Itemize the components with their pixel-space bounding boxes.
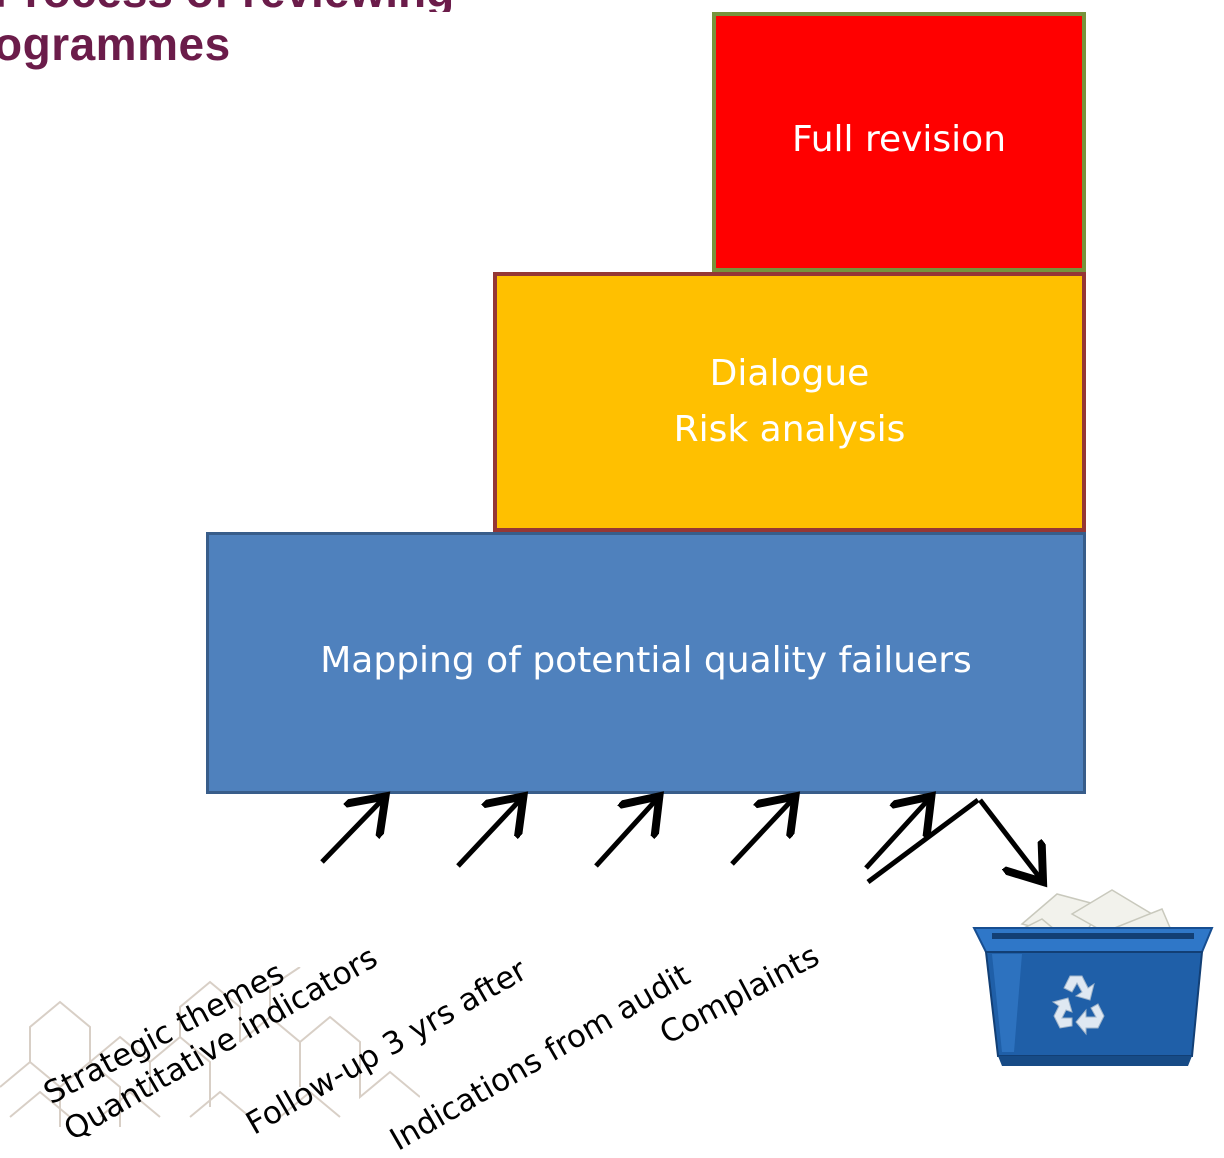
level-full-revision: Full revision	[712, 12, 1086, 272]
arrow-quantitative-indicators	[456, 800, 520, 868]
recycle-symbol-icon	[1051, 975, 1105, 1036]
input-arrows	[320, 0, 1224, 1127]
level-risk-analysis-label: Risk analysis	[673, 409, 906, 450]
arrow-out-to-bin	[978, 798, 1040, 878]
level-full-revision-label: Full revision	[791, 119, 1007, 160]
level-mapping: Mapping of potential quality failuers	[206, 532, 1086, 794]
watermark-pattern	[0, 967, 420, 1127]
page-title-line-cut: Process of reviewing	[0, 0, 720, 12]
arrow-indications-audit	[730, 800, 792, 866]
level-mapping-label: Mapping of potential quality failuers	[320, 640, 972, 681]
arrow-strategic-themes	[320, 800, 382, 864]
page-title-line2: ogrammes	[0, 18, 231, 70]
arrow-complaints	[864, 800, 928, 870]
arrow-follow-up	[594, 800, 656, 868]
arrow-complaints-to-bin-start	[866, 797, 980, 885]
level-dialogue-risk: Dialogue Risk analysis	[493, 272, 1086, 532]
page-title-line1: Process of reviewing	[0, 0, 454, 12]
recycle-bin-icon	[972, 889, 1214, 1066]
level-dialogue-label: Dialogue	[709, 353, 870, 394]
